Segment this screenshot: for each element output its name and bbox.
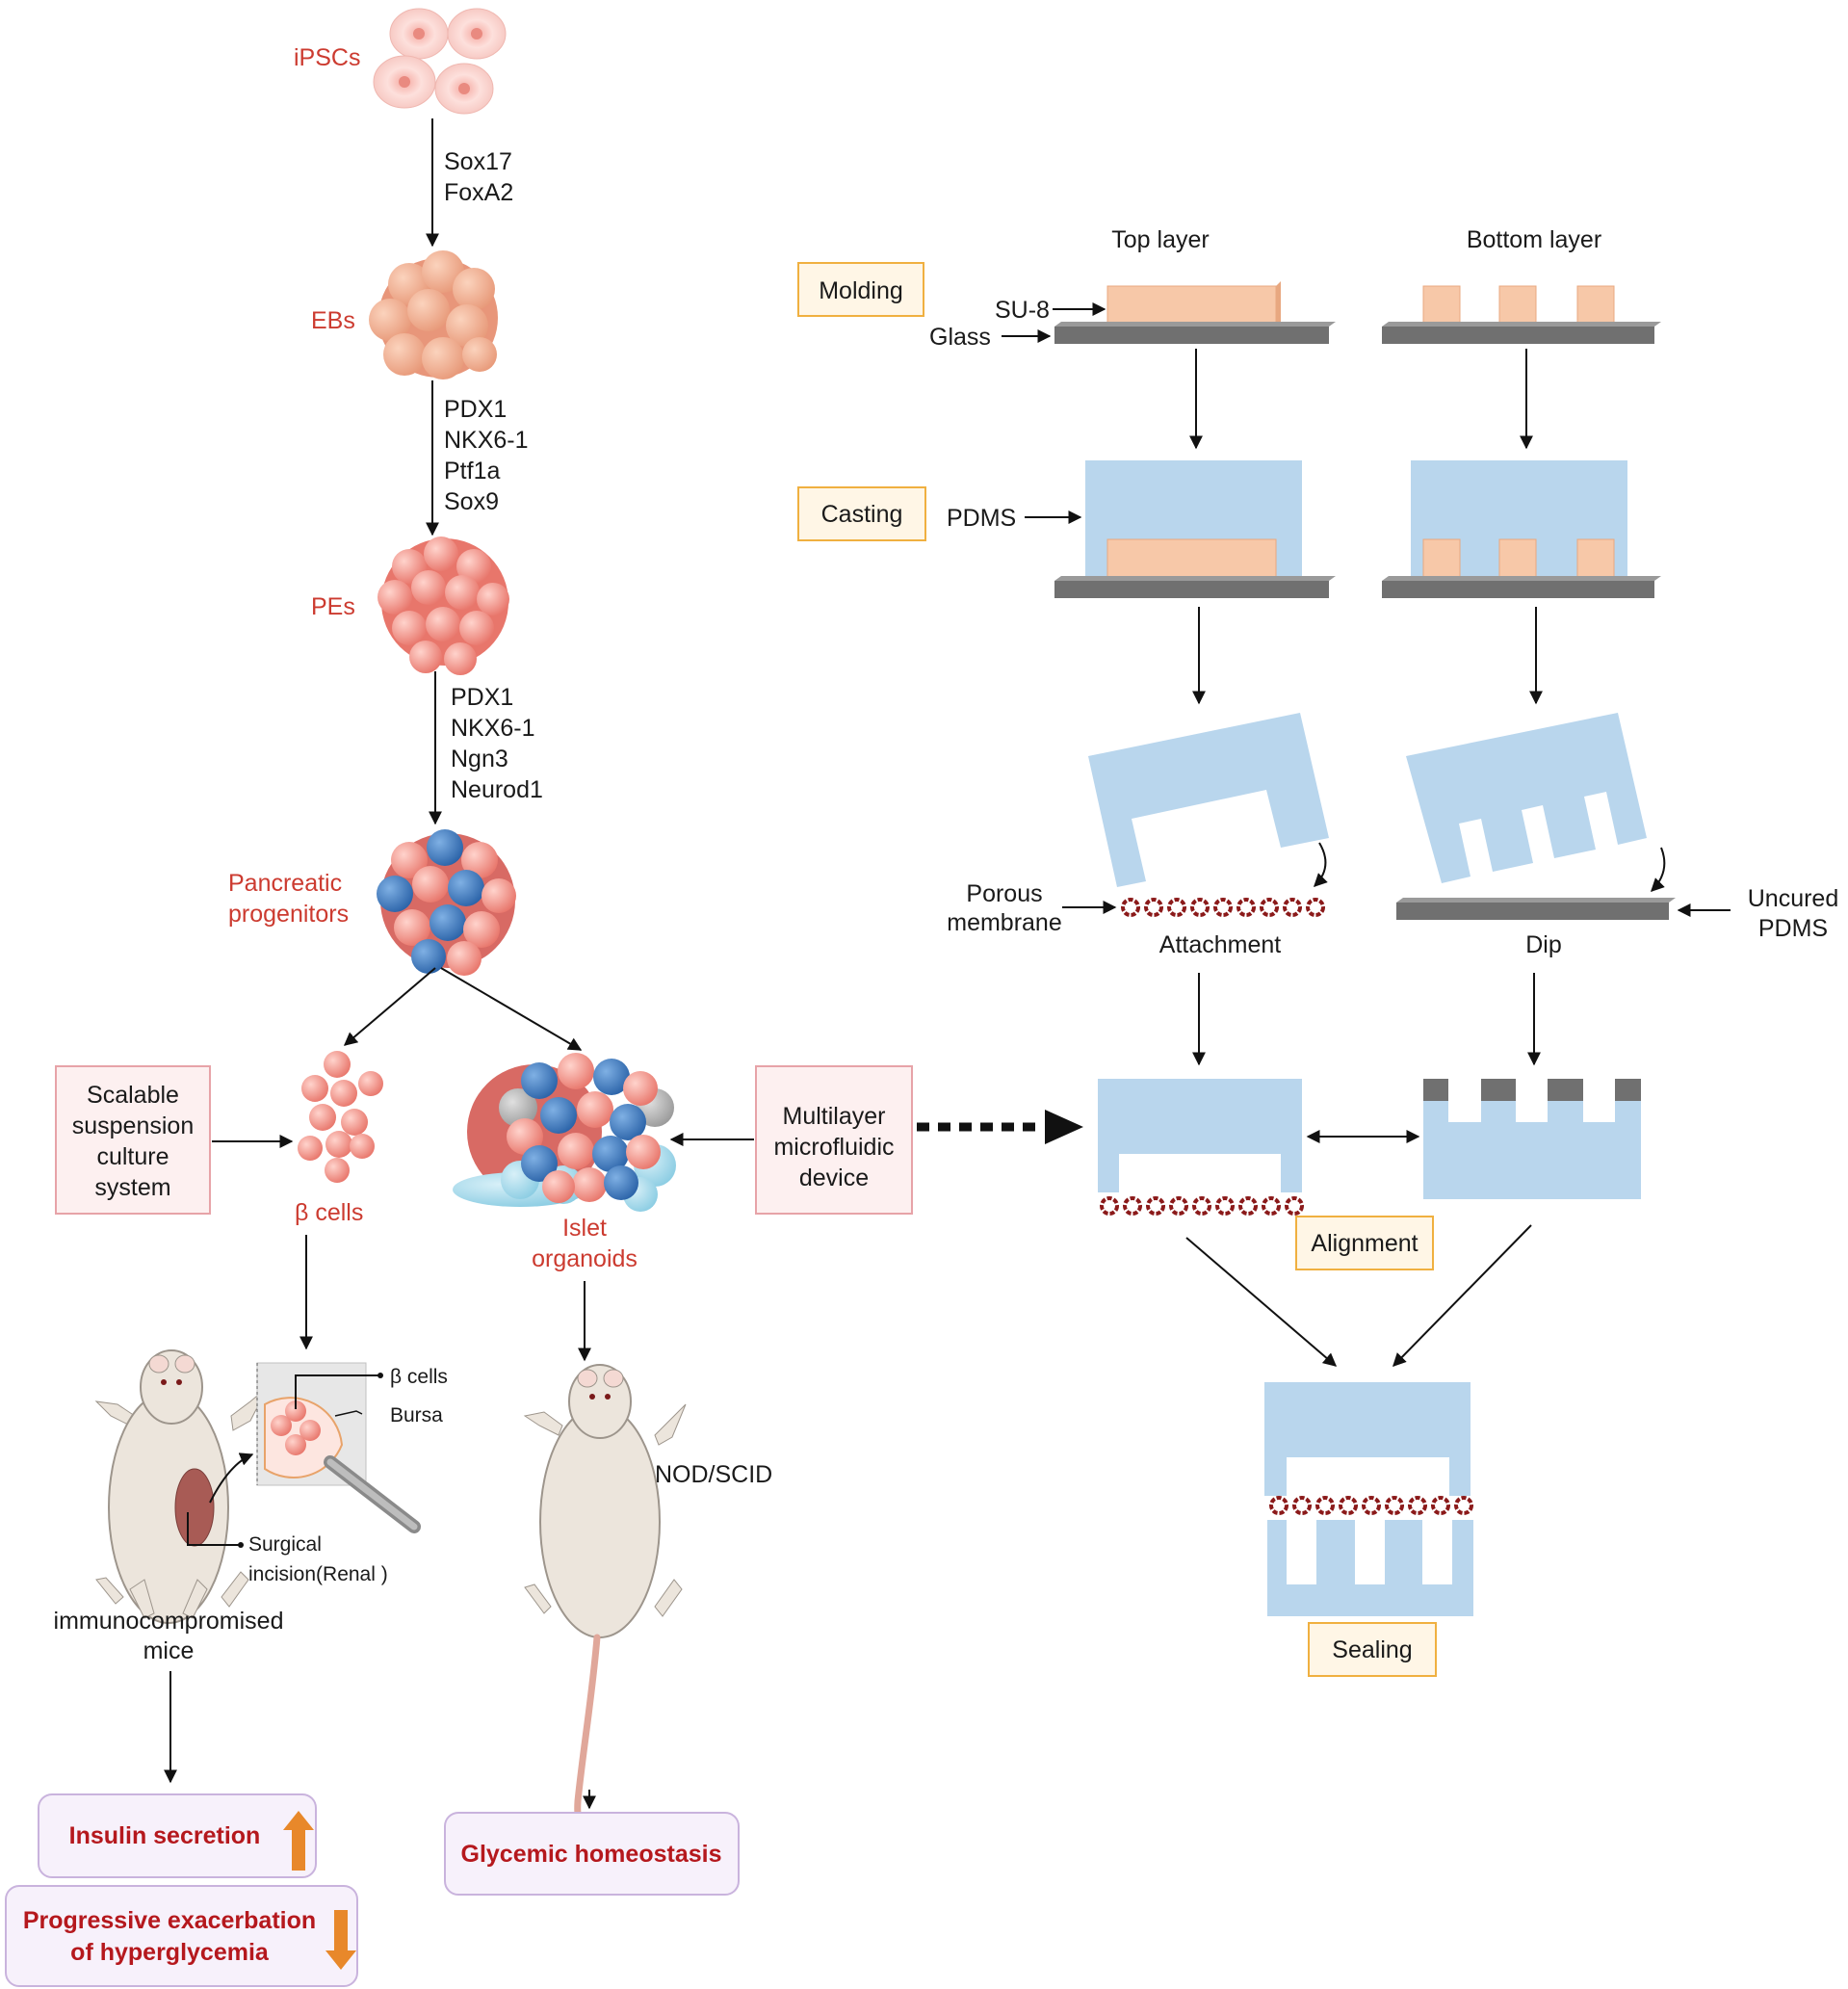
- casting-top-layer-illustration: [1054, 460, 1336, 598]
- leader-beta-cells: [295, 1374, 380, 1409]
- alignment-label: Alignment: [1311, 1230, 1418, 1257]
- leader-incision: [187, 1512, 241, 1546]
- inset-bursa-label: Bursa: [390, 1404, 443, 1426]
- sealing-label: Sealing: [1332, 1636, 1412, 1663]
- immunocompromised-label-line1: immunocompromised: [54, 1608, 284, 1635]
- hyperglycemia-label-line2: of hyperglycemia: [70, 1939, 270, 1966]
- beta-cells-label: β cells: [295, 1199, 363, 1226]
- glass-label: Glass: [929, 324, 991, 351]
- porous-label-line2: membrane: [947, 909, 1062, 936]
- nod-scid-label: NOD/SCID: [655, 1461, 772, 1488]
- bottom-layer-header: Bottom layer: [1467, 226, 1601, 253]
- casting-step-box: Casting: [797, 486, 926, 541]
- incision-label-line1: Surgical: [248, 1533, 322, 1556]
- islet-organoid-icon: [453, 1053, 676, 1212]
- uncured-pdms-illustration: [1396, 898, 1676, 920]
- pancreatic-endoderm-icon: [377, 537, 509, 675]
- device-line1: Multilayer: [783, 1103, 886, 1130]
- sealed-device-illustration: [1264, 1382, 1473, 1616]
- arrow-to-beta-cells: [343, 967, 436, 1046]
- tilted-bottom-layer-illustration: [1406, 713, 1647, 883]
- incision-label-line2: incision(Renal ): [248, 1563, 388, 1585]
- top-layer-header: Top layer: [1111, 226, 1209, 253]
- dotted-arrow-head: [1045, 1110, 1083, 1144]
- islet-organoids-label-line2: organoids: [532, 1245, 638, 1272]
- culture-line4: system: [94, 1174, 170, 1201]
- arrow-to-islet-organoids: [440, 967, 583, 1051]
- progenitors-label-line2: progenitors: [228, 901, 349, 928]
- pancreatic-progenitor-icon: [377, 829, 516, 976]
- arrow-attach-curve: [1314, 842, 1328, 887]
- insulin-secretion-label: Insulin secretion: [69, 1822, 261, 1849]
- molding-step-box: Molding: [797, 262, 924, 317]
- molding-bottom-layer-illustration: [1382, 285, 1661, 344]
- islet-organoids-label-line1: Islet: [562, 1215, 607, 1242]
- porous-label-line1: Porous: [966, 880, 1042, 907]
- ipscs-label: iPSCs: [294, 44, 360, 71]
- ipsc-cells-icon: [373, 8, 507, 115]
- porous-membrane-illustration: [1121, 898, 1325, 917]
- immunocompromised-label-line2: mice: [143, 1637, 195, 1664]
- uncured-label-line2: PDMS: [1758, 915, 1828, 942]
- culture-line3: culture: [96, 1143, 169, 1170]
- ebs-label: EBs: [311, 307, 355, 334]
- hyperglycemia-box: Progressive exacerbation of hyperglycemi…: [5, 1885, 358, 1987]
- nod-scid-mouse-illustration: [523, 1364, 687, 1863]
- arrow-dip-curve: [1651, 847, 1666, 892]
- factor-sox17: Sox17: [444, 148, 512, 175]
- device-line2: microfluidic: [773, 1134, 894, 1161]
- tilted-top-layer-illustration: [1088, 713, 1329, 887]
- factor-pdx1-b: PDX1: [451, 684, 513, 711]
- glycemic-homeostasis-label: Glycemic homeostasis: [461, 1841, 722, 1868]
- factor-ngn3: Ngn3: [451, 746, 508, 772]
- molding-top-layer-illustration: [1054, 281, 1336, 344]
- surgical-inset-illustration: [256, 1362, 421, 1533]
- arrow-align-to-seal-right: [1393, 1224, 1532, 1368]
- factor-neurod1: Neurod1: [451, 776, 543, 803]
- down-arrow-icon: [325, 1910, 356, 1970]
- beta-cells-icon: [298, 1051, 383, 1183]
- glycemic-homeostasis-box: Glycemic homeostasis: [444, 1812, 740, 1896]
- aligned-membrane-illustration: [1100, 1196, 1304, 1216]
- culture-system-box: Scalable suspension culture system: [55, 1065, 211, 1215]
- uncured-label-line1: Uncured: [1748, 885, 1839, 912]
- dip-label: Dip: [1525, 931, 1562, 958]
- pes-label: PEs: [311, 593, 355, 620]
- factor-nkx61-a: NKX6-1: [444, 427, 529, 454]
- pdms-label: PDMS: [947, 505, 1016, 532]
- up-arrow-icon: [283, 1811, 314, 1871]
- factor-pdx1-a: PDX1: [444, 396, 507, 423]
- arrow-align-to-seal-left: [1185, 1237, 1338, 1367]
- casting-label: Casting: [821, 501, 903, 528]
- embryoid-body-icon: [369, 250, 498, 379]
- leader-bursa: [334, 1410, 363, 1417]
- microfluidic-device-box: Multilayer microfluidic device: [755, 1065, 913, 1215]
- culture-line1: Scalable: [87, 1082, 179, 1109]
- factor-nkx61-b: NKX6-1: [451, 715, 535, 742]
- culture-line2: suspension: [72, 1112, 194, 1139]
- aligned-top-layer-illustration: [1098, 1079, 1302, 1192]
- factor-foxa2: FoxA2: [444, 179, 513, 206]
- hyperglycemia-label-line1: Progressive exacerbation: [23, 1907, 316, 1934]
- su8-label: SU-8: [995, 297, 1050, 324]
- arrow-kidney-to-inset: [209, 1452, 254, 1504]
- progenitors-label-line1: Pancreatic: [228, 870, 342, 897]
- inset-beta-cells-label: β cells: [390, 1366, 448, 1388]
- molding-label: Molding: [819, 277, 903, 304]
- sealing-step-box: Sealing: [1308, 1622, 1437, 1677]
- casting-bottom-layer-illustration: [1382, 460, 1661, 598]
- immunocompromised-mouse-illustration: [94, 1349, 269, 1624]
- insulin-secretion-box: Insulin secretion: [38, 1793, 317, 1878]
- attachment-label: Attachment: [1159, 931, 1282, 958]
- alignment-step-box: Alignment: [1295, 1216, 1434, 1270]
- aligned-bottom-layer-illustration: [1423, 1079, 1641, 1199]
- factor-sox9: Sox9: [444, 488, 499, 515]
- device-line3: device: [799, 1165, 869, 1191]
- factor-ptf1a: Ptf1a: [444, 458, 500, 484]
